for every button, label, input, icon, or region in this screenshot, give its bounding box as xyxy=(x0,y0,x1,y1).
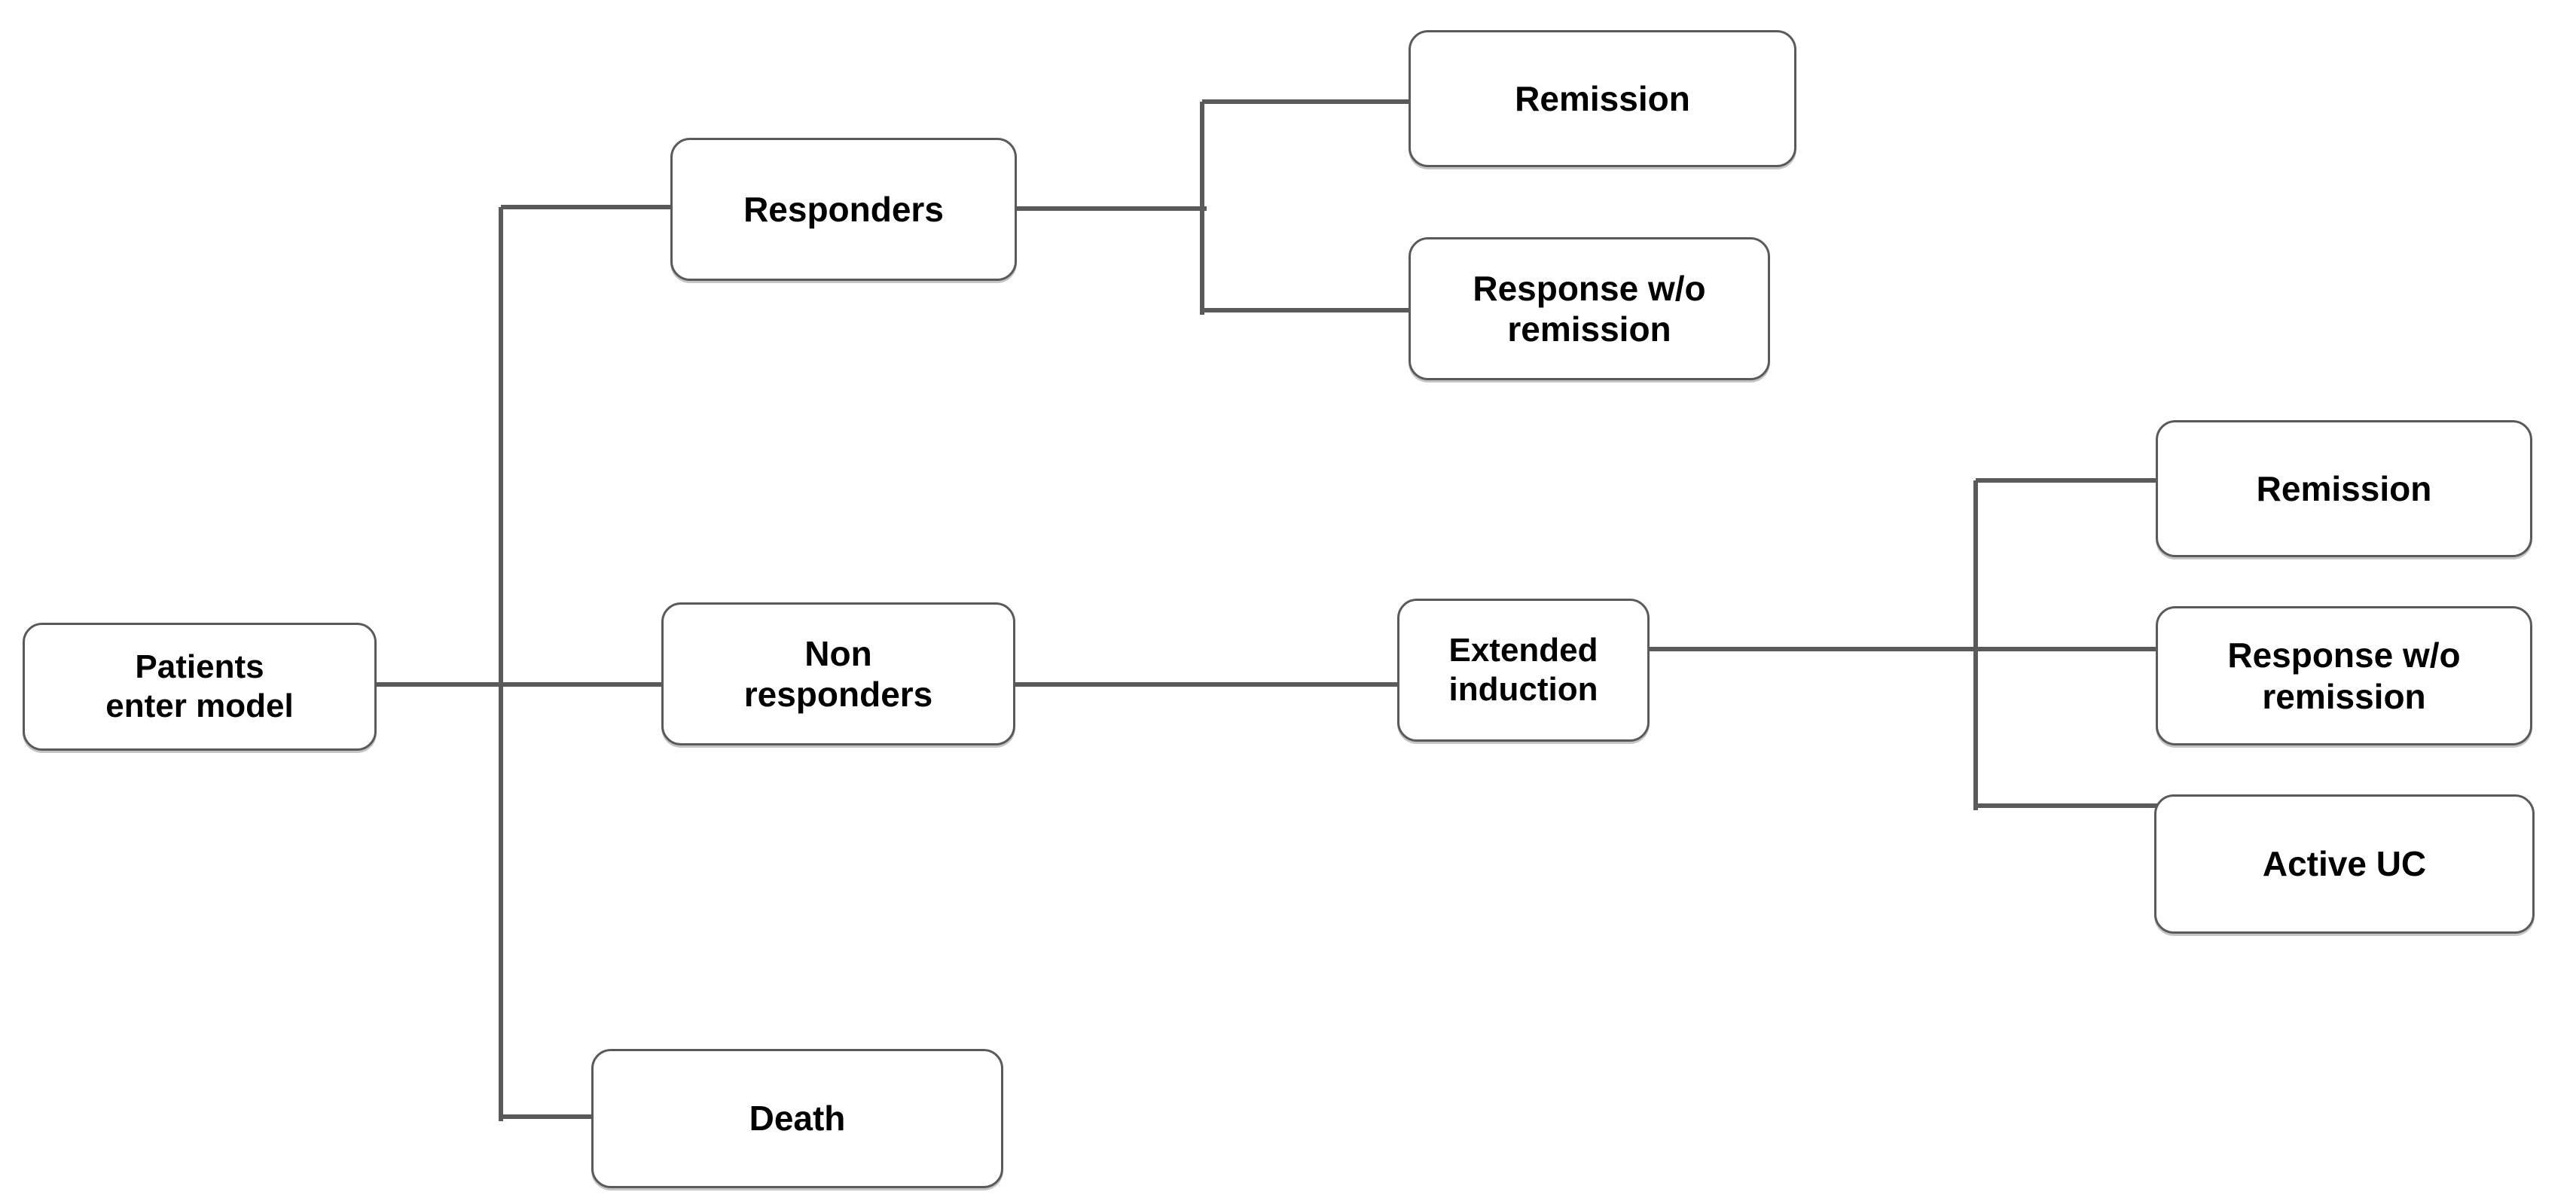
node-label-remission-right: Remission xyxy=(2256,468,2432,508)
node-remission-right[interactable]: Remission xyxy=(2156,420,2532,557)
connector-trunk-to-nonresponders xyxy=(501,682,664,687)
connector-trunk-to-death xyxy=(501,1114,594,1119)
node-death[interactable]: Death xyxy=(591,1049,1003,1188)
node-resp-no-rem-top[interactable]: Response w/o remission xyxy=(1409,237,1770,380)
node-non-responders[interactable]: Non responders xyxy=(661,602,1015,745)
connector-responders-to-split xyxy=(1015,206,1207,211)
node-label-responders: Responders xyxy=(743,189,944,229)
node-label-extended: Extended induction xyxy=(1448,632,1598,708)
node-responders[interactable]: Responders xyxy=(670,138,1017,281)
node-label-active-uc: Active UC xyxy=(2262,844,2427,884)
node-label-entry: Patients enter model xyxy=(105,648,294,724)
node-resp-no-rem-right[interactable]: Response w/o remission xyxy=(2156,606,2532,745)
node-label-resp-no-rem-top: Response w/o remission xyxy=(1473,268,1706,349)
connector-split-extended xyxy=(1973,480,1978,810)
connector-nonresp-to-extended xyxy=(1015,682,1399,687)
node-label-non-responders: Non responders xyxy=(743,633,933,714)
node-label-resp-no-rem-right: Response w/o remission xyxy=(2227,636,2461,716)
connector-main-trunk xyxy=(499,207,503,1121)
node-entry[interactable]: Patients enter model xyxy=(23,623,377,751)
node-label-death: Death xyxy=(749,1099,846,1139)
connector-split-to-respnorem-r xyxy=(1976,647,2159,651)
connector-trunk-to-responders xyxy=(501,205,673,209)
connector-split-to-remission-r xyxy=(1976,478,2159,483)
node-remission-top[interactable]: Remission xyxy=(1409,30,1796,167)
node-extended[interactable]: Extended induction xyxy=(1397,599,1650,742)
connector-entry-to-trunk xyxy=(377,682,503,687)
connector-split-to-respnorem xyxy=(1202,308,1412,312)
connector-extended-to-split xyxy=(1650,647,1979,651)
node-label-remission-top: Remission xyxy=(1515,78,1690,118)
connector-split-to-remission xyxy=(1202,99,1412,104)
connector-split-to-activeuc xyxy=(1976,803,2159,808)
connector-split-responders xyxy=(1200,102,1204,315)
node-active-uc[interactable]: Active UC xyxy=(2154,794,2535,934)
